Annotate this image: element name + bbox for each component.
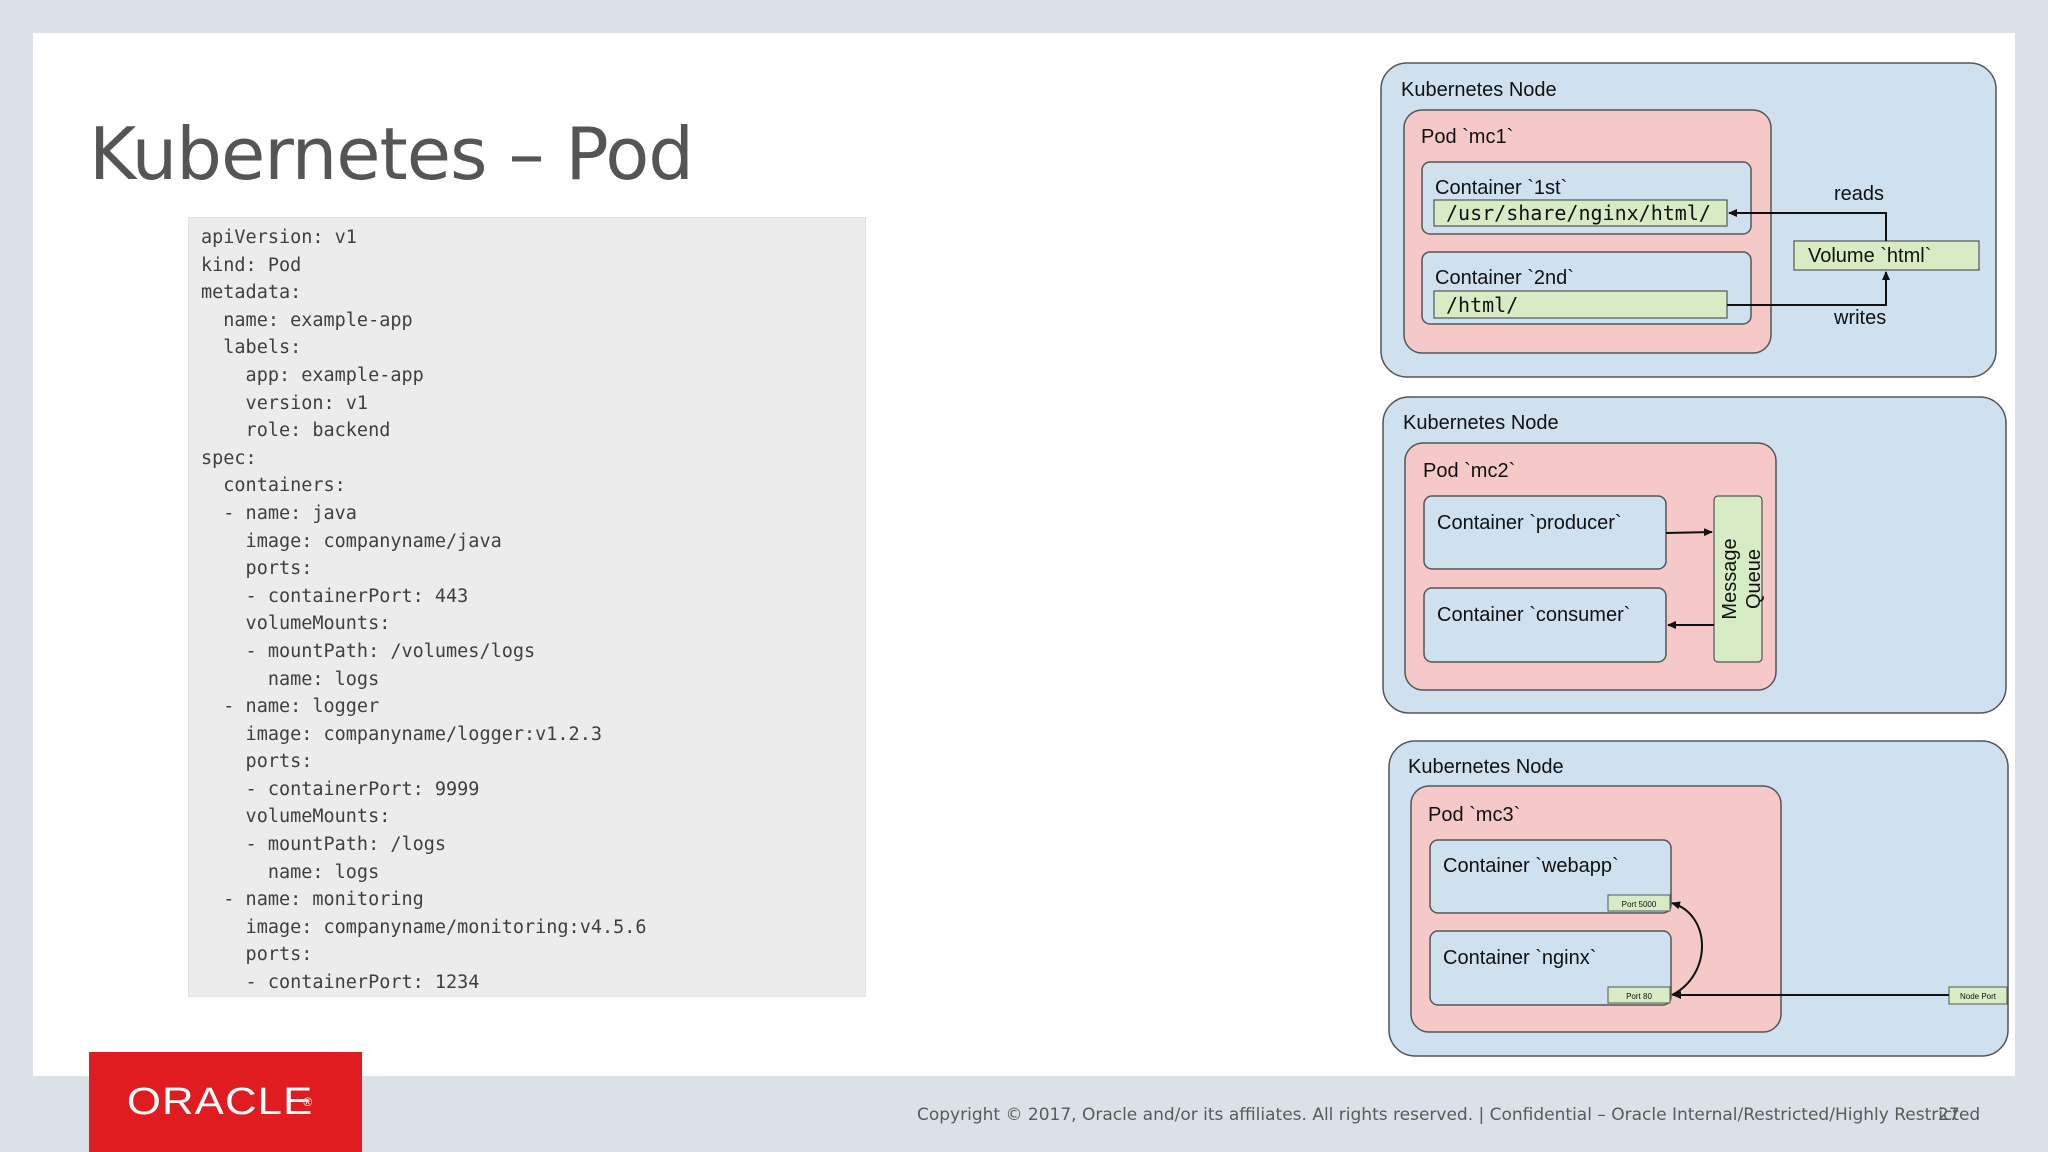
port-80-label: Port 80 bbox=[1626, 992, 1652, 1001]
pod-mc2-label: Pod `mc2` bbox=[1423, 460, 1515, 482]
queue-label-line2: Queue bbox=[1743, 549, 1765, 609]
queue-label-line1: Message bbox=[1719, 538, 1741, 619]
code-line: apiVersion: v1 bbox=[201, 227, 357, 248]
code-line: ports: bbox=[201, 944, 313, 966]
code-line: name: logs bbox=[201, 668, 380, 690]
pod-mc1-label: Pod `mc1` bbox=[1421, 126, 1513, 148]
kubernetes-node-1: Kubernetes Node Pod `mc1` Container `1st… bbox=[1380, 62, 1997, 378]
producer-arrow bbox=[1665, 528, 1713, 537]
path-2nd-box bbox=[1433, 290, 1728, 319]
path-1st-box bbox=[1433, 199, 1728, 227]
code-line: image: companyname/logger:v1.2.3 bbox=[201, 723, 602, 745]
message-queue-box bbox=[1713, 495, 1763, 663]
container-nginx-label: Container `nginx` bbox=[1443, 947, 1596, 969]
code-line: labels: bbox=[201, 337, 302, 359]
port-80-box bbox=[1607, 986, 1671, 1004]
code-line: spec: bbox=[201, 447, 257, 469]
code-line: volumeMounts: bbox=[201, 613, 391, 635]
volume-html-label: Volume `html` bbox=[1808, 245, 1931, 267]
port-5000-box bbox=[1607, 894, 1671, 912]
code-line: metadata: bbox=[201, 282, 302, 304]
node-3-label: Kubernetes Node bbox=[1408, 756, 1564, 778]
kubernetes-node-2: Kubernetes Node Pod `mc2` Container `pro… bbox=[1382, 396, 2007, 714]
node-2-label: Kubernetes Node bbox=[1403, 412, 1559, 434]
code-line: ports: bbox=[201, 558, 313, 580]
code-line: image: companyname/monitoring:v4.5.6 bbox=[201, 916, 647, 938]
code-lines: apiVersion: v1 kind: Pod metadata: name: e… bbox=[201, 224, 865, 997]
page-number: 27 bbox=[1938, 1105, 1960, 1125]
container-webapp-label: Container `webapp` bbox=[1443, 855, 1619, 877]
port-5000-label: Port 5000 bbox=[1622, 900, 1657, 909]
container-1st-label: Container `1st` bbox=[1435, 177, 1567, 199]
code-line: - containerPort: 443 bbox=[201, 585, 469, 607]
node-port-label: Node Port bbox=[1960, 992, 1997, 1001]
code-line: - mountPath: /volumes/logs bbox=[201, 640, 536, 662]
code-line: kind: Pod bbox=[201, 254, 302, 276]
volume-html-box bbox=[1793, 240, 1980, 271]
container-producer-label: Container `producer` bbox=[1437, 512, 1622, 534]
container-consumer-label: Container `consumer` bbox=[1437, 604, 1630, 626]
container-consumer-box bbox=[1423, 587, 1667, 663]
reads-arrow bbox=[1728, 209, 1887, 241]
code-line: image: companyname/java bbox=[201, 530, 502, 552]
code-line: - containerPort: 9999 bbox=[201, 778, 480, 800]
code-line: volumeMounts: bbox=[201, 806, 391, 828]
reads-label: reads bbox=[1834, 183, 1884, 205]
code-line: role: backend bbox=[201, 420, 391, 442]
footer-copyright: Copyright © 2017, Oracle and/or its affi… bbox=[917, 1105, 1981, 1125]
nginx-to-webapp-arrow bbox=[1671, 901, 1703, 996]
writes-arrow bbox=[1727, 271, 1890, 306]
logo-text: ORACLE bbox=[126, 1080, 314, 1123]
container-2nd-label: Container `2nd` bbox=[1435, 267, 1574, 289]
logo-registered-mark: ® bbox=[303, 1095, 313, 1109]
code-line: name: logs bbox=[201, 861, 380, 883]
node-1-label: Kubernetes Node bbox=[1401, 79, 1557, 101]
code-line: app: example-app bbox=[201, 364, 424, 386]
oracle-logo: ORACLE® bbox=[89, 1052, 362, 1152]
slide-title: Kubernetes – Pod bbox=[89, 112, 694, 196]
path-2nd-label: /html/ bbox=[1446, 293, 1518, 317]
code-line: containers: bbox=[201, 475, 346, 497]
code-line: name: example-app bbox=[201, 309, 413, 331]
code-line: - name: logger bbox=[201, 696, 380, 718]
code-line: - name: monitoring bbox=[201, 889, 424, 911]
code-line: ports: bbox=[201, 751, 313, 773]
code-line: - mountPath: /logs bbox=[201, 834, 447, 856]
writes-label: writes bbox=[1833, 307, 1886, 329]
code-line: - containerPort: 1234 bbox=[201, 972, 480, 994]
kubernetes-node-3: Kubernetes Node Pod `mc3` Container `web… bbox=[1388, 740, 2009, 1057]
code-line: - name: java bbox=[201, 502, 357, 524]
code-line: version: v1 bbox=[201, 392, 369, 414]
yaml-code-block: apiVersion: v1 kind: Pod metadata: name: e… bbox=[188, 217, 866, 997]
path-1st-label: /usr/share/nginx/html/ bbox=[1446, 201, 1711, 225]
pod-mc3-label: Pod `mc3` bbox=[1428, 804, 1520, 826]
